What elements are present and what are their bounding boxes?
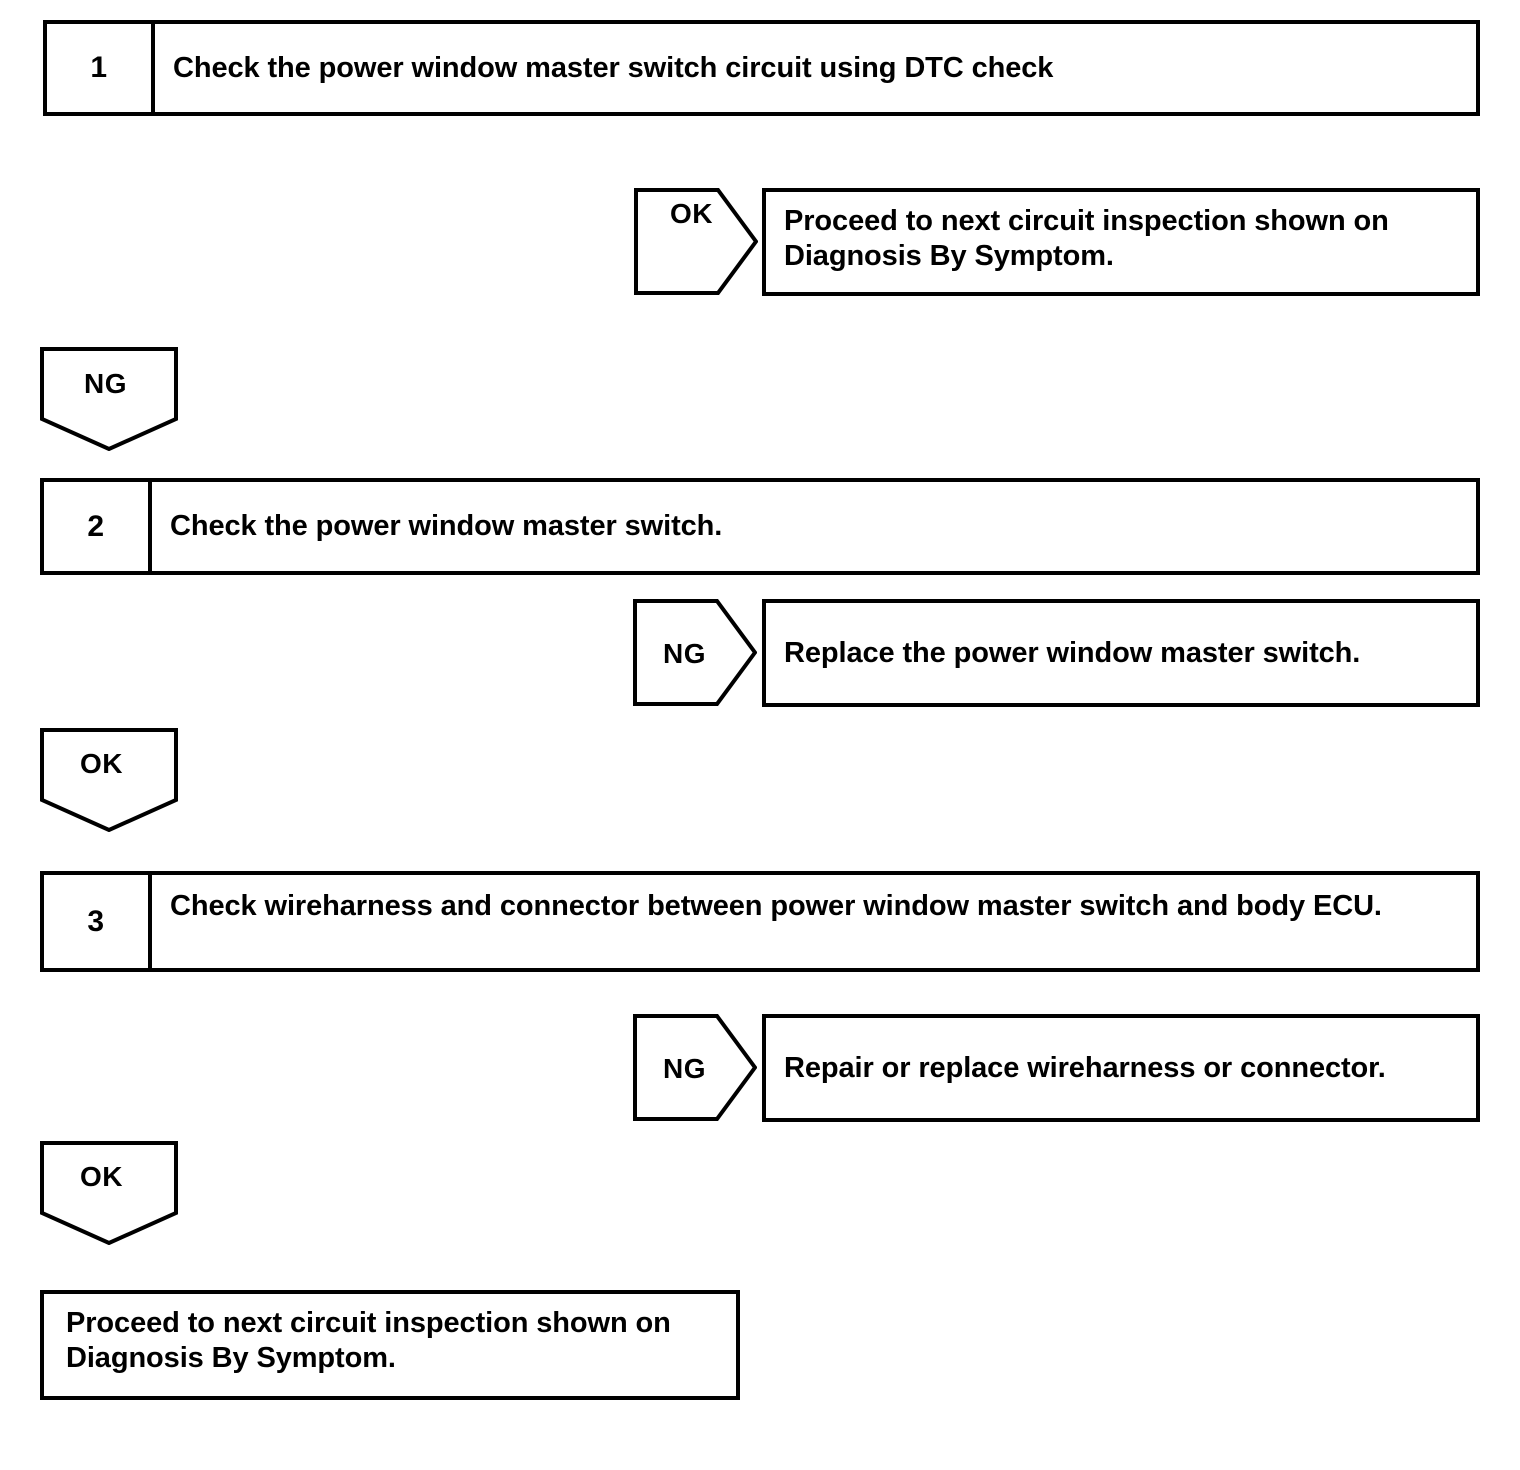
branch-arrow-ok-2-label: OK: [80, 748, 123, 779]
arrow-down-shape: [40, 347, 178, 451]
arrow-right-shape: [633, 1014, 757, 1121]
result-line-1: Proceed to next circuit inspection shown…: [784, 205, 1389, 237]
final-line-1: Proceed to next circuit inspection shown…: [66, 1307, 671, 1339]
final-line-2: Diagnosis By Symptom.: [66, 1341, 396, 1374]
branch-arrow-ng-2-label: NG: [663, 638, 706, 669]
branch-arrow-ok-2: [40, 728, 178, 832]
branch-arrow-ok-1: [634, 188, 758, 295]
step-box-1: 1 Check the power window master switch c…: [43, 20, 1480, 116]
branch-arrow-ok-3: [40, 1141, 178, 1245]
step-number-3: 3: [44, 875, 152, 968]
arrow-down-shape: [40, 728, 178, 832]
step-number-2: 2: [44, 482, 152, 571]
step-box-2: 2 Check the power window master switch.: [40, 478, 1480, 575]
branch-arrow-ng-1: [40, 347, 178, 451]
result-box-ok-1: Proceed to next circuit inspection shown…: [762, 188, 1480, 296]
branch-arrow-ok-3-label: OK: [80, 1161, 123, 1192]
result-box-ng-2: Replace the power window master switch.: [762, 599, 1480, 707]
branch-arrow-ng-3-label: NG: [663, 1053, 706, 1084]
final-result-box: Proceed to next circuit inspection shown…: [40, 1290, 740, 1400]
arrow-down-shape: [40, 1141, 178, 1245]
branch-arrow-ng-1-label: NG: [84, 368, 127, 399]
arrow-right-shape: [634, 188, 758, 295]
result-box-ok-1-text: Proceed to next circuit inspection shown…: [784, 204, 1462, 274]
step-text-3: Check wireharness and connector between …: [170, 890, 1382, 922]
branch-arrow-ng-3: [633, 1014, 757, 1121]
branch-arrow-ng-2: [633, 599, 757, 706]
step-text-1: Check the power window master switch cir…: [173, 51, 1054, 84]
step-box-3: 3 Check wireharness and connector betwee…: [40, 871, 1480, 972]
result-box-ng-3-text: Repair or replace wireharness or connect…: [784, 1051, 1386, 1084]
arrow-right-shape: [633, 599, 757, 706]
result-box-ng-2-text: Replace the power window master switch.: [784, 636, 1361, 669]
final-result-text: Proceed to next circuit inspection shown…: [66, 1306, 722, 1376]
result-line-2: Diagnosis By Symptom.: [784, 239, 1114, 272]
branch-arrow-ok-1-label: OK: [670, 198, 713, 229]
step-number-1: 1: [47, 24, 155, 112]
result-box-ng-3: Repair or replace wireharness or connect…: [762, 1014, 1480, 1122]
step-text-2: Check the power window master switch.: [170, 510, 723, 543]
